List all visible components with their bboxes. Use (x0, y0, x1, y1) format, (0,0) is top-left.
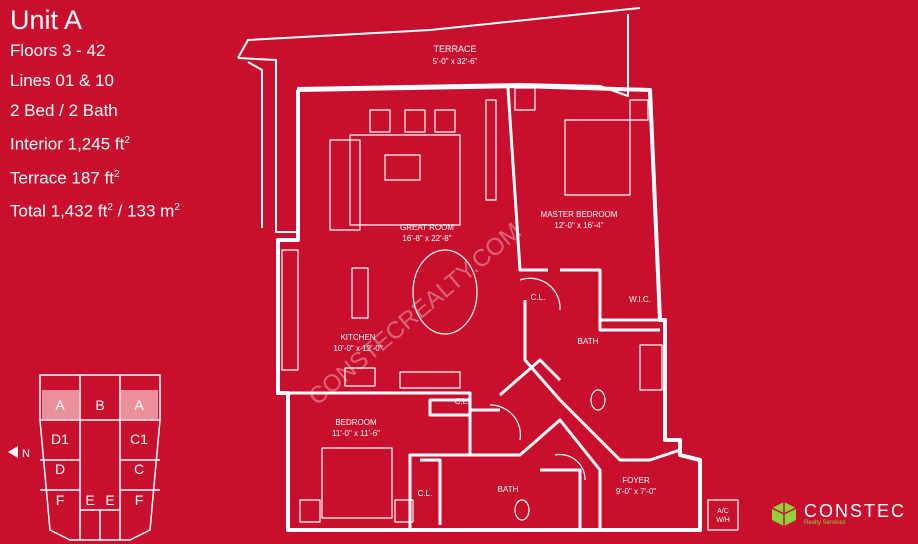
keyplan-label: F (135, 492, 144, 508)
walk-in-closet-label: W.I.C. (629, 295, 651, 304)
terrace-area: Terrace 187 ft2 (10, 160, 180, 194)
total-area-metric: / 133 m (112, 201, 175, 221)
keyplan-label: D1 (51, 431, 69, 447)
cube-logo-icon (771, 502, 797, 526)
north-arrow-icon (8, 446, 18, 458)
terrace-dims: 5'-0" x 32'-6" (433, 57, 478, 66)
foyer-dims: 9'-0" x 7'-0" (616, 487, 656, 496)
interior-area: Interior 1,245 ft2 (10, 126, 180, 160)
great-room-dims: 16'-8" x 22'-8" (402, 234, 451, 243)
brand-subtitle: Realty Services (804, 520, 846, 526)
keyplan-label: E (85, 492, 94, 508)
bedroom-label: BEDROOM (335, 418, 377, 427)
ac-label: A/C (717, 508, 729, 515)
second-bath-label: BATH (498, 485, 519, 494)
brand-name: CONSTEC (804, 501, 907, 521)
unit-title: Unit A (10, 5, 83, 35)
keyplan-label: A (134, 397, 144, 413)
keyplan-label: E (105, 492, 114, 508)
closet-label-bedroom: C.L. (455, 397, 470, 406)
bed-bath-text: 2 Bed / 2 Bath (10, 101, 118, 120)
lines-text: Lines 01 & 10 (10, 71, 114, 90)
exterior-walls (276, 84, 702, 532)
keyplan-label: D (55, 461, 65, 477)
floors-text: Floors 3 - 42 (10, 41, 106, 60)
key-plan (39, 374, 161, 541)
sup-2: 2 (174, 202, 180, 214)
brand-logo: CONSTEC Realty Services (770, 500, 906, 528)
closet-label-master: C.L. (531, 293, 546, 302)
keyplan-unit-a-left-highlight (42, 390, 79, 419)
keyplan-label: A (55, 397, 65, 413)
interior-area-value: Interior 1,245 ft (10, 134, 125, 154)
sup-2: 2 (107, 202, 113, 214)
total-area-value: Total 1,432 ft (10, 201, 108, 221)
keyplan-unit-a-right-highlight (121, 390, 158, 419)
wh-label: W/H (716, 517, 730, 524)
foyer-label: FOYER (622, 476, 650, 485)
keyplan-label: F (56, 492, 65, 508)
unit-info-panel: Unit A Floors 3 - 42 Lines 01 & 10 2 Bed… (10, 4, 180, 227)
sup-2: 2 (113, 168, 120, 180)
total-area: Total 1,432 ft2 / 133 m2 (10, 193, 180, 227)
master-bedroom-dims: 12'-0" x 16'-4" (554, 221, 603, 230)
north-label: N (22, 448, 30, 460)
keyplan-label: C (134, 461, 144, 477)
furniture (281, 87, 739, 531)
master-bath-label: BATH (578, 337, 599, 346)
keyplan-label: B (95, 397, 104, 413)
kitchen-label: KITCHEN (340, 333, 375, 342)
great-room-label: GREAT ROOM (400, 223, 454, 232)
interior-walls (288, 87, 681, 530)
keyplan-label: C1 (130, 431, 148, 447)
terrace-area-value: Terrace 187 ft (10, 168, 114, 188)
keyplan-labels: A B A D1 C1 D C F E E F (51, 397, 148, 508)
master-bedroom-label: MASTER BEDROOM (541, 210, 618, 219)
kitchen-dims: 10'-0" x 12'-0" (333, 344, 382, 353)
watermark-text: CONSTECREALTY.COM (304, 218, 527, 411)
closet-label-hall: C.L. (418, 489, 433, 498)
sup-2: 2 (124, 135, 130, 146)
terrace-label: TERRACE (433, 44, 476, 54)
bedroom-dims: 11'-0" x 11'-6" (332, 429, 380, 438)
